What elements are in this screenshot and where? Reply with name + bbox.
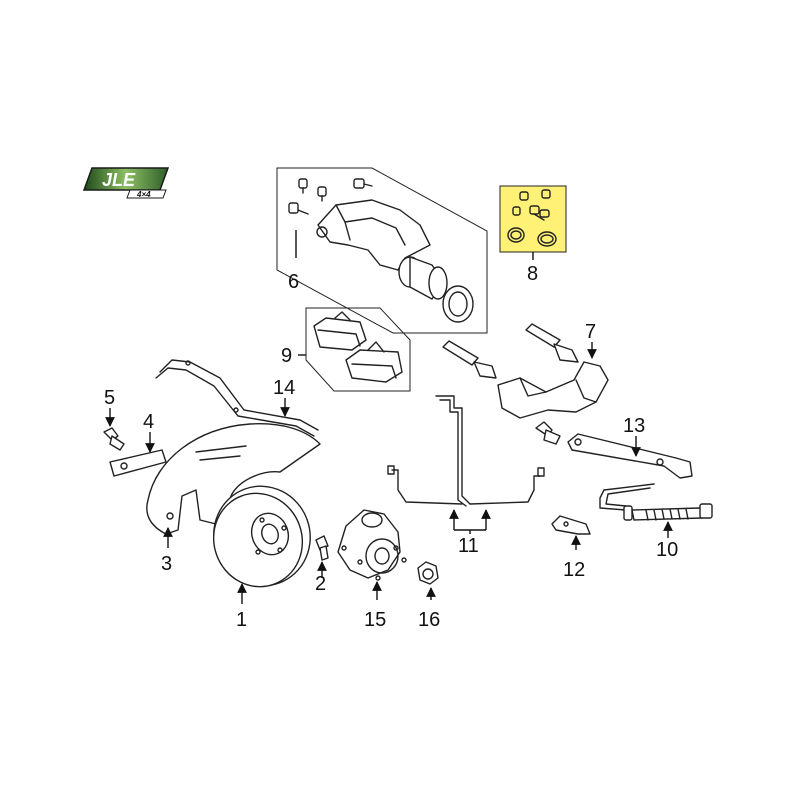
callout-11: 11 — [449, 509, 491, 557]
callout-5-label: 5 — [104, 387, 115, 409]
callout-16-label: 16 — [418, 609, 440, 631]
callout-13-label: 13 — [623, 415, 645, 437]
callout-15: 15 — [364, 581, 386, 631]
part-16-hub-nut — [417, 561, 439, 585]
callout-14-label: 14 — [273, 377, 295, 399]
callout-3: 3 — [161, 527, 173, 575]
callout-10-label: 10 — [656, 539, 678, 561]
callout-13: 13 — [623, 415, 645, 457]
part-6-caliper-assembly — [276, 167, 488, 334]
callout-5: 5 — [104, 387, 115, 427]
part-10-brake-hose — [599, 483, 713, 521]
callout-9: 9 — [281, 345, 306, 367]
callout-8-label: 8 — [527, 263, 538, 285]
callout-7-label: 7 — [585, 321, 596, 343]
callout-9-label: 9 — [281, 345, 292, 367]
callout-7: 7 — [585, 321, 597, 359]
part-11-brake-lines — [387, 395, 545, 507]
part-15-hub-bearing — [337, 509, 407, 581]
callout-14: 14 — [273, 377, 295, 417]
part-9-brake-pads — [305, 307, 411, 392]
part-14-cable-guide — [155, 359, 319, 437]
callout-6: 6 — [288, 230, 299, 293]
part-1-brake-rotor — [212, 485, 311, 588]
logo-sub-text: 4×4 — [136, 190, 151, 199]
callout-2-label: 2 — [315, 573, 326, 595]
jle-logo: JLE 4×4 — [82, 167, 170, 199]
callout-1-label: 1 — [236, 609, 247, 631]
callout-12: 12 — [563, 535, 585, 581]
callout-15-label: 15 — [364, 609, 386, 631]
part-5-bolt — [103, 427, 125, 451]
callout-4: 4 — [143, 411, 155, 453]
part-8-caliper-repair-kit[interactable] — [499, 185, 567, 253]
part-12-clip — [551, 515, 591, 535]
callout-12-label: 12 — [563, 559, 585, 581]
part-2-wheel-stud — [315, 535, 329, 561]
logo-brand-text: JLE — [102, 170, 136, 190]
callout-1: 1 — [236, 583, 247, 631]
part-7-caliper-carrier — [442, 323, 609, 445]
part-8-highlight-box — [499, 185, 567, 253]
callout-10: 10 — [656, 521, 678, 561]
callout-11-label: 11 — [458, 535, 479, 557]
callout-3-label: 3 — [161, 553, 172, 575]
callout-2: 2 — [315, 561, 327, 595]
part-4-bracket — [109, 449, 167, 477]
callout-6-label: 6 — [288, 271, 299, 293]
callout-16: 16 — [418, 587, 440, 631]
callout-4-label: 4 — [143, 411, 154, 433]
callout-8: 8 — [527, 252, 538, 285]
part-13-bracket — [567, 433, 693, 479]
